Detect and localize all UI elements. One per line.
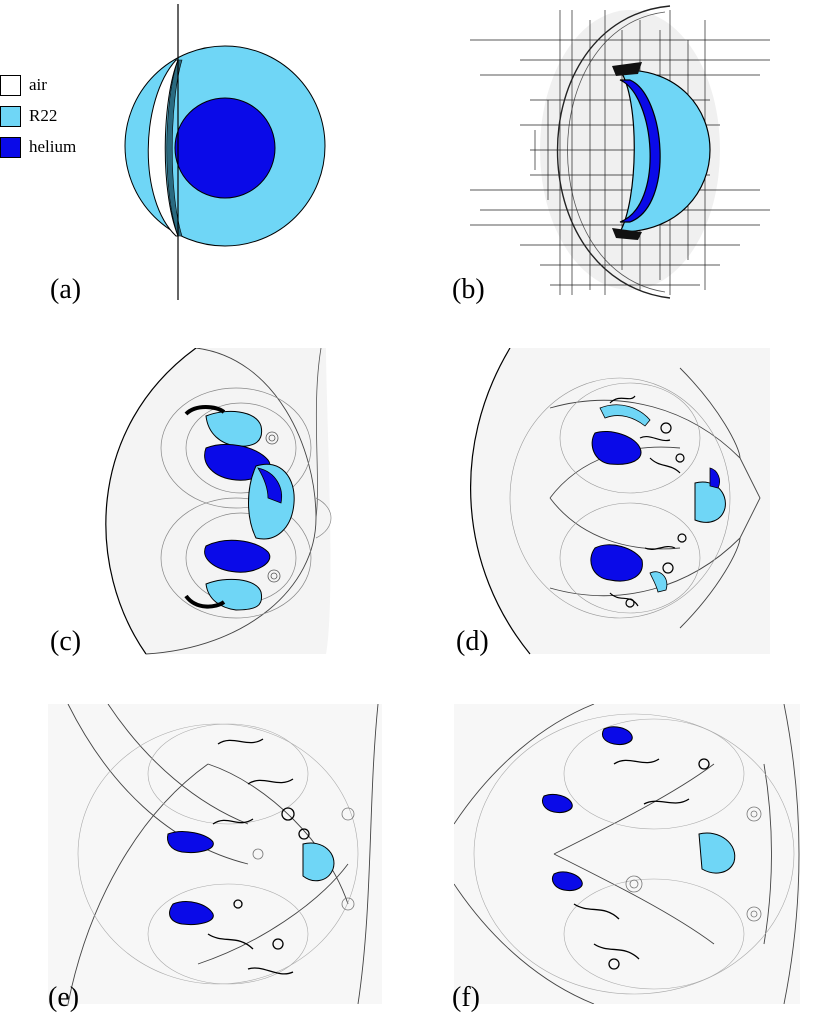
- shock-lines: [67, 704, 379, 1004]
- legend: air R22 helium: [0, 72, 110, 165]
- r22-center: [302, 842, 335, 882]
- panel-c-figure: [96, 348, 416, 658]
- schlieren-rings: [77, 723, 359, 985]
- shock-lines: [454, 704, 800, 1004]
- shock-arc-top: [195, 348, 317, 519]
- mixing-debris-top: [609, 395, 685, 474]
- vortex-roll-top: [184, 405, 226, 416]
- panel-e: (e): [48, 704, 382, 1012]
- r22-filament-top: [599, 404, 651, 427]
- mixing-debris-bottom: [573, 903, 640, 970]
- vortex-roll-bottom: [184, 594, 226, 609]
- r22-center: [248, 463, 295, 540]
- helium-center: [709, 467, 720, 489]
- panel-label-c: (c): [50, 626, 82, 657]
- mixing-debris-top: [212, 738, 310, 840]
- helium-blob-top: [591, 431, 642, 465]
- panel-label-e: (e): [48, 982, 80, 1013]
- helium-vortex-bottom: [204, 539, 271, 573]
- panel-c: (c): [50, 348, 416, 658]
- shocked-air-region: [147, 59, 179, 237]
- panel-d: (d): [456, 348, 775, 658]
- helium-deformed: [619, 79, 661, 223]
- panel-f-figure: [454, 704, 800, 1004]
- panel-b-figure: [470, 5, 770, 299]
- panel-f: (f): [452, 704, 800, 1012]
- panel-e-figure: [48, 704, 382, 1004]
- r22-filament-bottom: [649, 571, 668, 593]
- bow-shock-inner: [567, 11, 666, 293]
- shocked-region: [470, 348, 770, 654]
- legend-swatch-helium: [0, 136, 21, 158]
- vortex-tip-bottom: [612, 228, 642, 240]
- panel-b: (b): [452, 0, 830, 304]
- panel-label-b: (b): [452, 274, 485, 305]
- panel-d-figure: [470, 348, 775, 658]
- panel-label-f: (f): [452, 982, 480, 1013]
- shock-arcs: [549, 367, 761, 629]
- kelvin-helmholtz-rolls: [265, 431, 281, 583]
- helium-blob-bottom: [590, 544, 643, 582]
- legend-label-helium: helium: [29, 137, 77, 156]
- helium-center: [257, 467, 283, 504]
- legend-swatch-r22: [0, 105, 21, 127]
- legend-item-r22: R22: [0, 103, 110, 129]
- bow-shock: [556, 5, 671, 299]
- r22-center: [698, 832, 736, 874]
- helium-blob-top: [167, 831, 214, 853]
- helium-blob-bottom: [169, 901, 214, 925]
- panel-a-figure: [124, 4, 326, 300]
- mixing-debris-bottom: [207, 899, 294, 975]
- shocked-region: [105, 348, 331, 654]
- schlieren-rings: [473, 713, 795, 995]
- helium-core: [174, 97, 276, 199]
- transmitted-shock: [166, 59, 183, 237]
- kelvin-helmholtz-rolls: [252, 807, 355, 911]
- legend-label-r22: R22: [29, 106, 58, 125]
- r22-vortex-top: [205, 410, 263, 447]
- mixing-debris-top: [613, 758, 710, 805]
- outer-shock: [470, 348, 531, 655]
- schlieren-rings: [509, 377, 731, 619]
- panel-a: (a): [50, 0, 440, 304]
- kelvin-helmholtz-rolls: [625, 806, 762, 922]
- shock-right-top: [315, 348, 322, 519]
- legend-swatch-air: [0, 74, 21, 96]
- vortex-tip-top: [612, 62, 642, 76]
- legend-item-helium: helium: [0, 134, 110, 160]
- shock-arc-bottom: [145, 517, 317, 655]
- helium-blob-top: [601, 726, 633, 745]
- helium-filament-left: [541, 793, 573, 813]
- mixing-debris-bottom: [609, 533, 687, 608]
- panel-label-a: (a): [50, 274, 82, 305]
- outer-shock: [105, 348, 197, 655]
- legend-label-air: air: [29, 75, 47, 94]
- legend-item-air: air: [0, 72, 110, 98]
- panel-label-d: (d): [456, 626, 489, 657]
- helium-blob-bottom: [551, 871, 583, 891]
- schlieren-rings: [160, 387, 332, 619]
